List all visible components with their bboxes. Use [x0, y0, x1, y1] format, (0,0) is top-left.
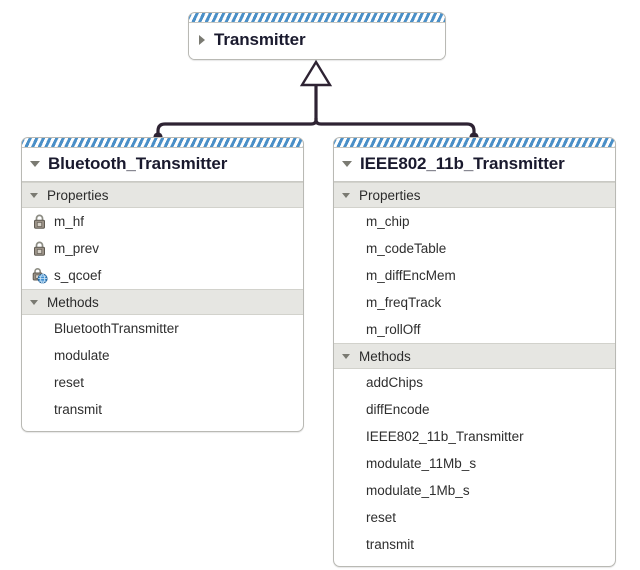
class-name-label: IEEE802_11b_Transmitter [360, 154, 565, 173]
member-list-methods: addChips diffEncode IEEE802_11b_Transmit… [334, 369, 615, 566]
member-name: transmit [54, 402, 103, 417]
class-title-row[interactable]: Transmitter [189, 23, 445, 59]
member-row[interactable]: m_freqTrack [334, 289, 615, 316]
triangle-down-icon[interactable] [30, 299, 38, 305]
section-header-methods[interactable]: Methods [334, 343, 615, 369]
triangle-down-icon[interactable] [30, 192, 38, 198]
class-header-stripe [334, 138, 615, 148]
member-name: BluetoothTransmitter [54, 321, 179, 336]
inheritance-arrowhead [299, 59, 333, 87]
triangle-down-icon[interactable] [342, 353, 350, 359]
class-title-row[interactable]: IEEE802_11b_Transmitter [334, 148, 615, 182]
member-name: m_codeTable [366, 241, 447, 256]
class-header-stripe [22, 138, 303, 148]
member-row[interactable]: modulate_11Mb_s [334, 450, 615, 477]
member-name: reset [54, 375, 85, 390]
member-row[interactable]: addChips [334, 369, 615, 396]
triangle-down-icon[interactable] [30, 161, 40, 167]
triangle-down-icon[interactable] [342, 161, 352, 167]
lock-icon [31, 213, 48, 230]
member-name: m_chip [366, 214, 410, 229]
member-name: m_hf [54, 214, 85, 229]
member-row[interactable]: m_chip [334, 208, 615, 235]
member-row[interactable]: transmit [334, 531, 615, 558]
member-name: m_rollOff [366, 322, 421, 337]
member-row[interactable]: transmit [22, 396, 303, 423]
member-row[interactable]: reset [22, 369, 303, 396]
member-row[interactable]: m_codeTable [334, 235, 615, 262]
member-row[interactable]: BluetoothTransmitter [22, 315, 303, 342]
lock-icon [31, 240, 48, 257]
connector-branch-right [314, 118, 476, 137]
section-label: Methods [359, 348, 411, 364]
member-row[interactable]: m_rollOff [334, 316, 615, 343]
member-name: modulate [54, 348, 110, 363]
triangle-right-icon[interactable] [199, 35, 205, 45]
member-row[interactable]: reset [334, 504, 615, 531]
section-header-methods[interactable]: Methods [22, 289, 303, 315]
member-row[interactable]: s_qcoef [22, 262, 303, 289]
member-row[interactable]: modulate_1Mb_s [334, 477, 615, 504]
member-row[interactable]: m_prev [22, 235, 303, 262]
member-row[interactable]: IEEE802_11b_Transmitter [334, 423, 615, 450]
member-list-properties: m_chip m_codeTable m_diffEncMem m_freqTr… [334, 208, 615, 343]
member-name: reset [366, 510, 397, 525]
member-name: m_freqTrack [366, 295, 442, 310]
class-name-label: Bluetooth_Transmitter [48, 154, 228, 173]
member-row[interactable]: m_hf [22, 208, 303, 235]
member-name: modulate_1Mb_s [366, 483, 470, 498]
class-box-transmitter[interactable]: Transmitter [188, 12, 446, 60]
member-name: m_prev [54, 241, 100, 256]
member-name: IEEE802_11b_Transmitter [366, 429, 524, 444]
member-name: addChips [366, 375, 424, 390]
class-name-label: Transmitter [214, 30, 306, 49]
class-title-row[interactable]: Bluetooth_Transmitter [22, 148, 303, 182]
triangle-down-icon[interactable] [342, 192, 350, 198]
section-label: Properties [47, 187, 109, 203]
member-name: diffEncode [366, 402, 430, 417]
lock-globe-icon [31, 267, 48, 284]
member-row[interactable]: modulate [22, 342, 303, 369]
member-name: transmit [366, 537, 415, 552]
class-box-bluetooth-transmitter[interactable]: Bluetooth_Transmitter Properties m_hf [21, 137, 304, 432]
section-header-properties[interactable]: Properties [22, 182, 303, 208]
member-list-methods: BluetoothTransmitter modulate reset tran… [22, 315, 303, 431]
member-row[interactable]: diffEncode [334, 396, 615, 423]
class-box-ieee802-11b-transmitter[interactable]: IEEE802_11b_Transmitter Properties m_chi… [333, 137, 616, 567]
member-list-properties: m_hf m_prev [22, 208, 303, 289]
section-label: Properties [359, 187, 421, 203]
class-header-stripe [189, 13, 445, 23]
connector-branch-left [156, 118, 318, 137]
section-header-properties[interactable]: Properties [334, 182, 615, 208]
member-name: modulate_11Mb_s [366, 456, 477, 471]
member-name: m_diffEncMem [366, 268, 456, 283]
section-label: Methods [47, 294, 99, 310]
member-row[interactable]: m_diffEncMem [334, 262, 615, 289]
member-name: s_qcoef [54, 268, 102, 283]
